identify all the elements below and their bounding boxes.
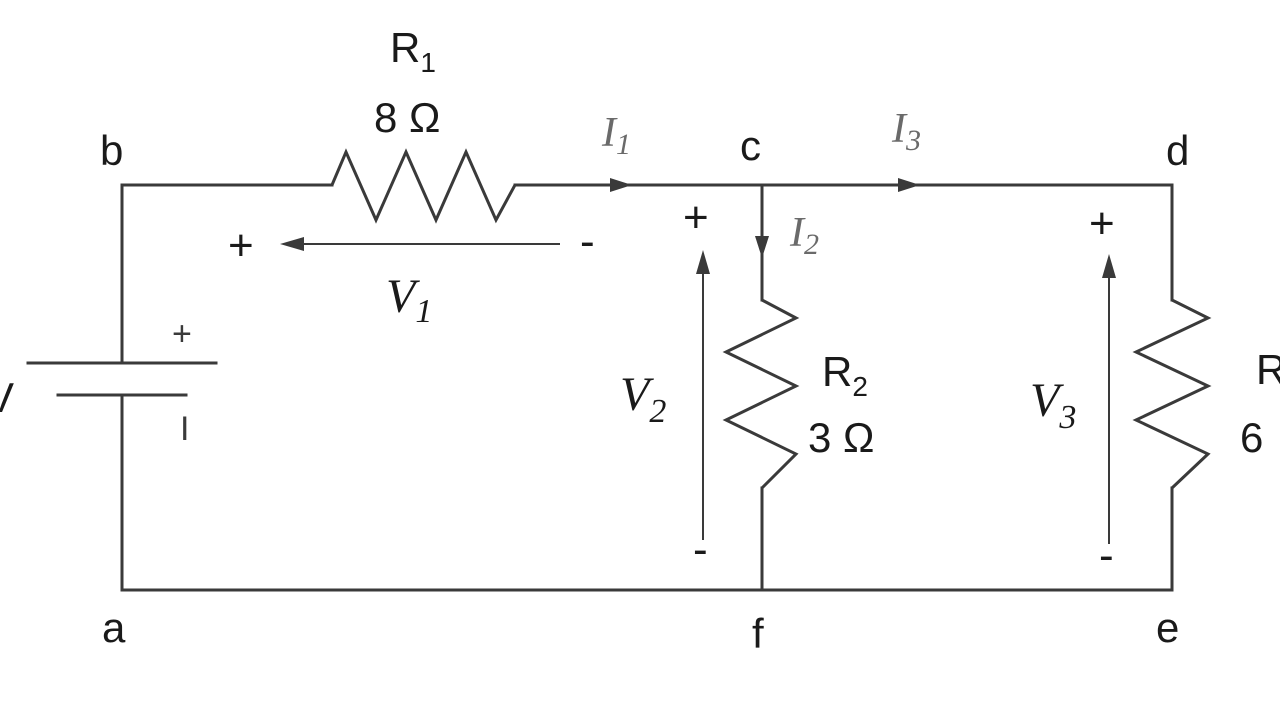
r2-value: 3 Ω (808, 414, 874, 461)
r1-value: 8 Ω (374, 94, 440, 141)
r3-value: 6 (1240, 414, 1263, 461)
r2-name: R2 (822, 348, 868, 402)
v2-label: V2 (620, 368, 666, 430)
node-label-f: f (752, 610, 764, 657)
resistor-r1: R1 8 Ω (330, 24, 517, 224)
v3-minus-sign: - (1099, 531, 1114, 580)
node-label-a: a (102, 604, 126, 651)
i3-arrow-icon (898, 178, 920, 192)
resistor-r2: R2 3 Ω (722, 298, 874, 490)
node-label-e: e (1156, 604, 1179, 651)
v1-label: V1 (386, 270, 432, 330)
node-labels: b c d a f e (100, 122, 1189, 657)
voltage-v3: + - V3 (1030, 199, 1116, 580)
v1-minus-sign: - (580, 217, 595, 266)
v1-plus-sign: + (228, 221, 254, 270)
voltage-v2: + - V2 (620, 193, 710, 574)
node-label-b: b (100, 127, 123, 174)
v3-plus-sign: + (1089, 199, 1115, 248)
v2-plus-sign: + (683, 193, 709, 242)
current-i1: I1 (601, 110, 632, 192)
i2-label: I2 (789, 210, 819, 261)
node-label-d: d (1166, 127, 1189, 174)
battery-plus-sign: + (172, 315, 192, 353)
v3-label: V3 (1030, 374, 1076, 436)
battery-label: V (0, 374, 14, 421)
r3-zigzag-icon (1132, 298, 1212, 490)
i3-label: I3 (891, 106, 921, 157)
battery: + I V (0, 315, 218, 448)
r2-zigzag-icon (722, 298, 800, 490)
r1-name: R1 (390, 24, 436, 78)
v3-arrow-icon (1102, 254, 1116, 278)
r1-zigzag-icon (330, 148, 517, 224)
node-label-c: c (740, 122, 761, 169)
voltage-v1: + - V1 (228, 217, 595, 330)
resistor-r3: R 6 (1132, 298, 1280, 490)
v2-minus-sign: - (693, 525, 708, 574)
r3-name: R (1256, 346, 1280, 393)
current-i2: I2 (755, 210, 819, 261)
i2-arrow-icon (755, 236, 769, 258)
v2-arrow-icon (696, 250, 710, 274)
i1-label: I1 (601, 110, 631, 161)
battery-minus-sign: I (180, 410, 189, 448)
i1-arrow-icon (610, 178, 632, 192)
v1-arrow-icon (280, 237, 304, 251)
current-i3: I3 (891, 106, 921, 192)
